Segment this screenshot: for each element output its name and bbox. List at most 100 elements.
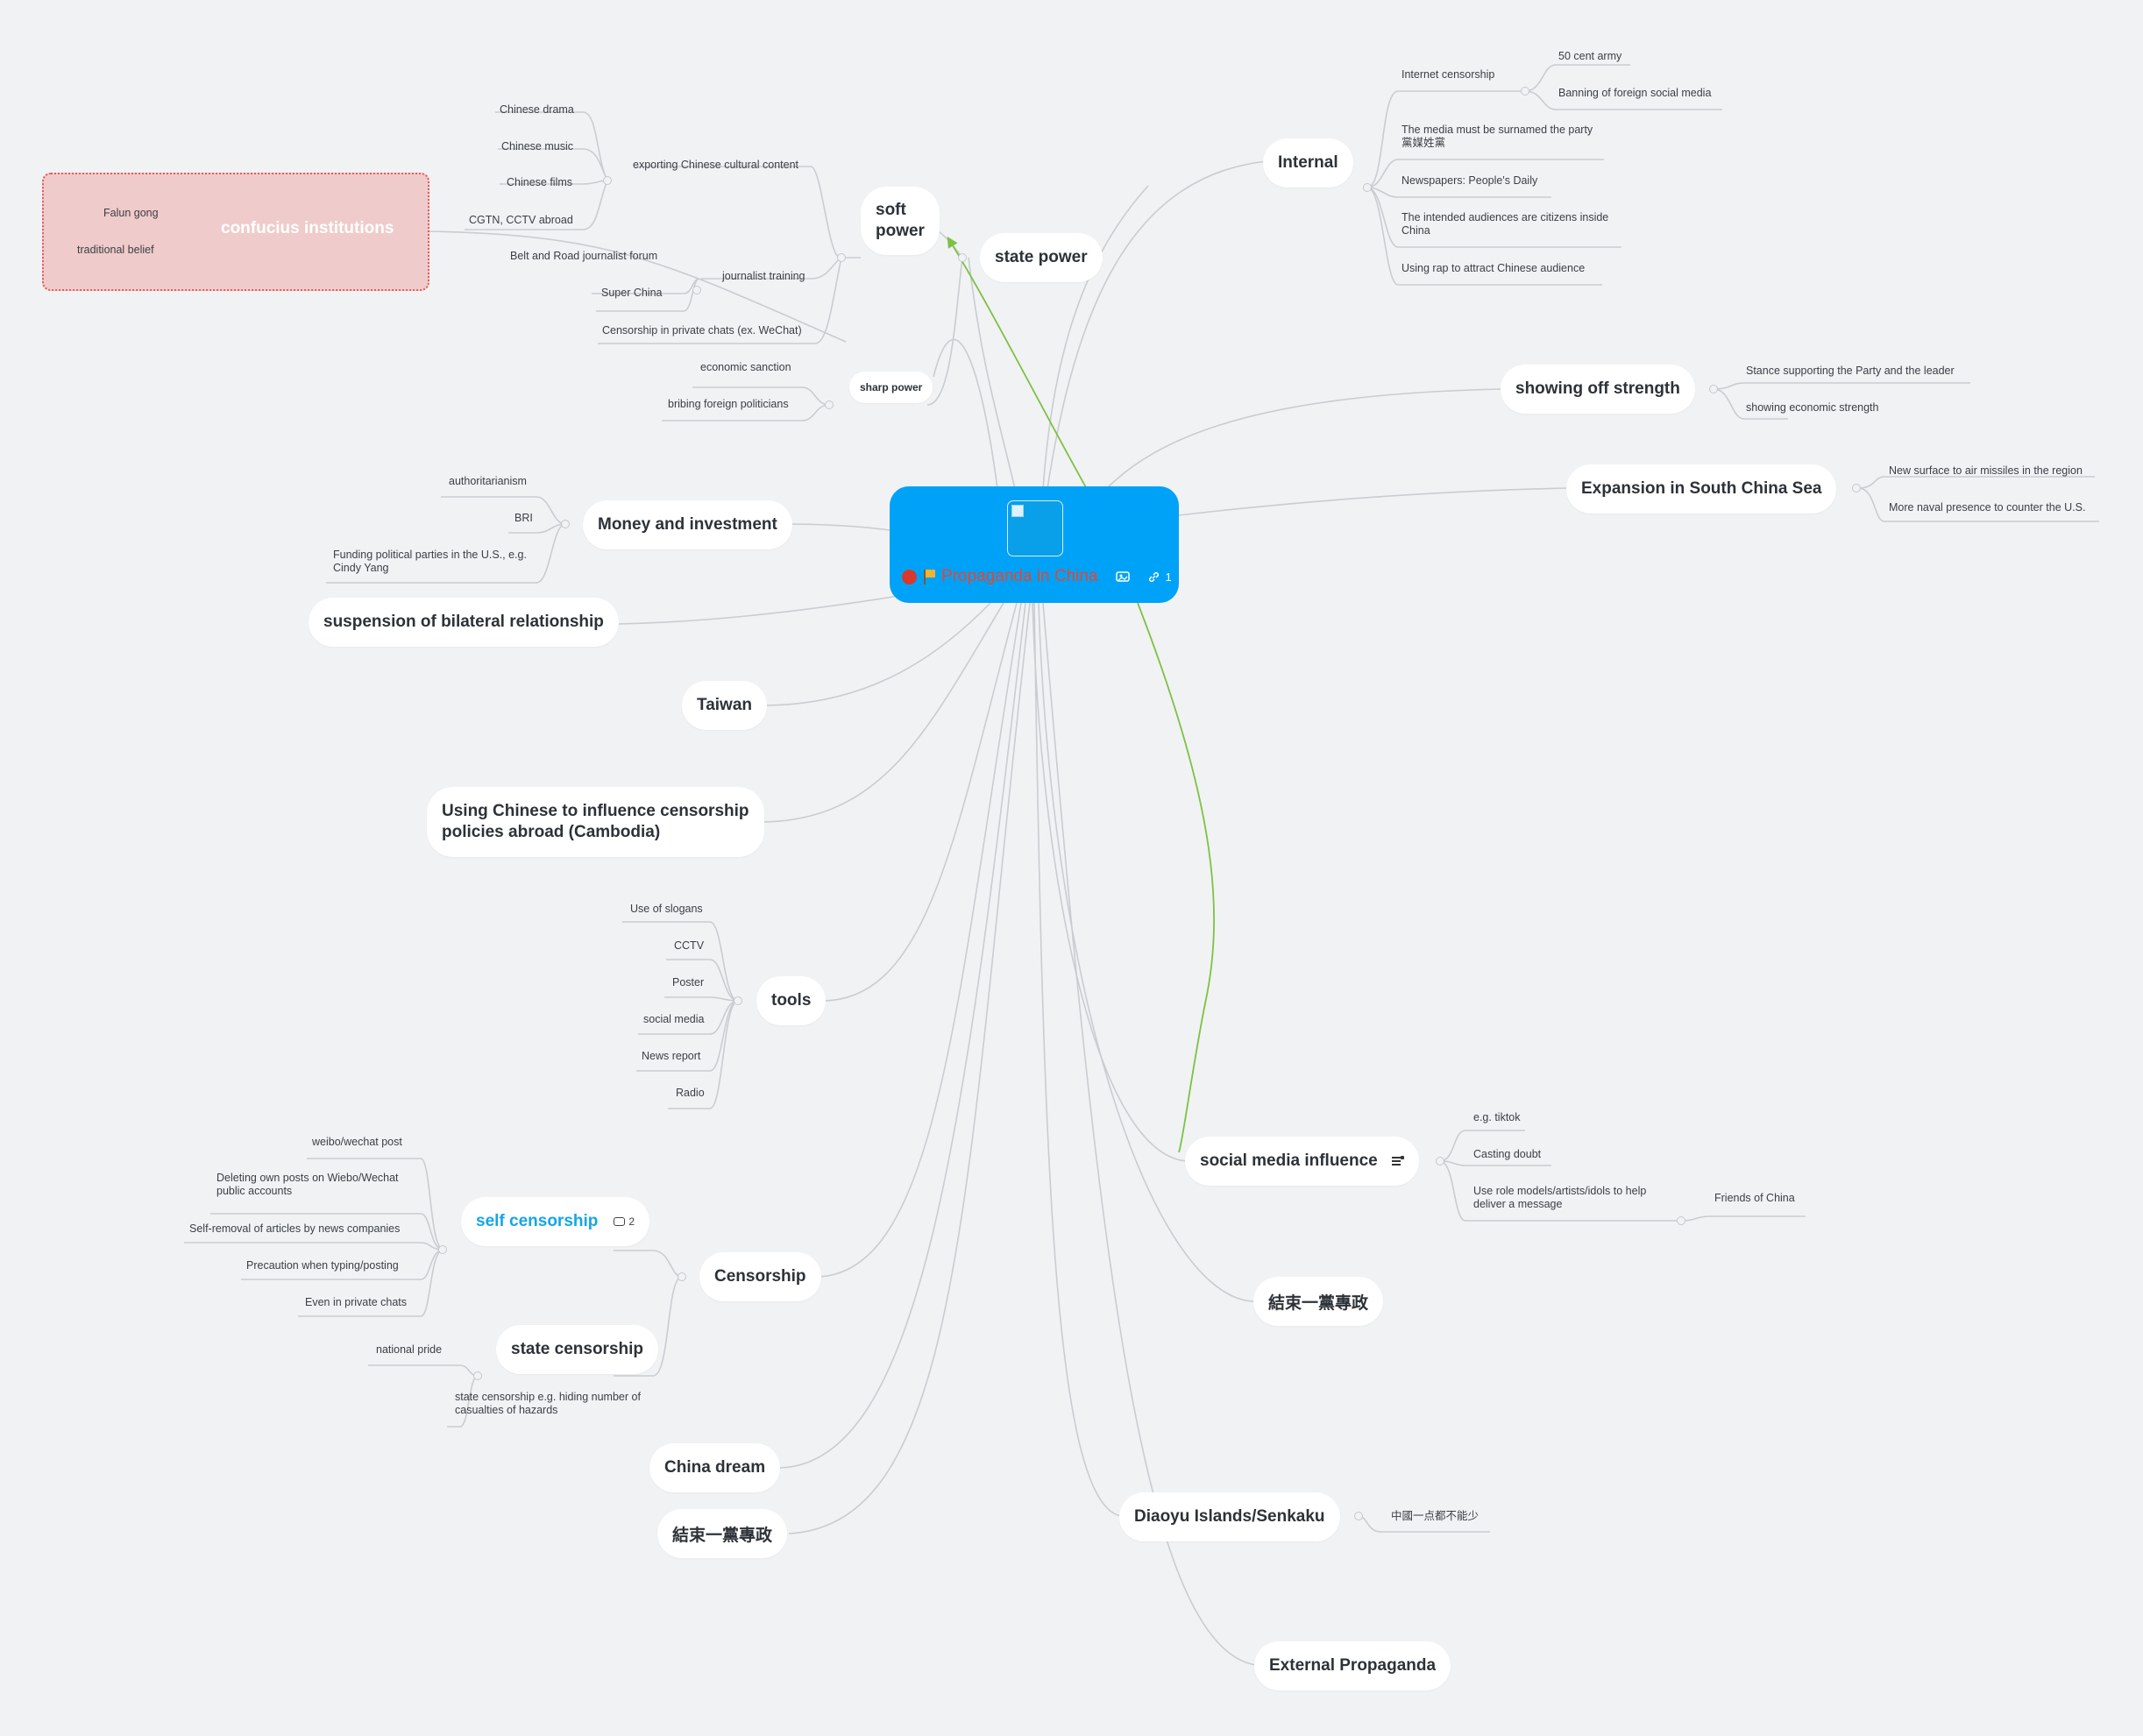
connector-dot (438, 1245, 447, 1254)
topic-self-censorship[interactable]: self censorship 2 (461, 1197, 650, 1246)
leaf-self-removal[interactable]: Self-removal of articles by news compani… (189, 1222, 401, 1235)
leaf-50-cent-army[interactable]: 50 cent army (1558, 50, 1622, 62)
leaf-private-chats-even[interactable]: Even in private chats (305, 1296, 408, 1308)
leaf-role-models[interactable]: Use role models/artists/idols to help de… (1473, 1185, 1647, 1210)
notes-icon[interactable] (1391, 1156, 1404, 1166)
topic-suspension-bilateral[interactable]: suspension of bilateral relationship (309, 598, 619, 647)
falun-gong-label[interactable]: Falun gong (103, 207, 159, 219)
leaf-cctv[interactable]: CCTV (674, 939, 705, 952)
connector-dot (825, 400, 834, 409)
self-censorship-label: self censorship (476, 1212, 599, 1230)
leaf-naval[interactable]: More naval presence to counter the U.S. (1889, 501, 2086, 514)
topic-showing-off-strength[interactable]: showing off strength (1501, 365, 1695, 414)
topic-expansion-south-china-sea[interactable]: Expansion in South China Sea (1566, 464, 1837, 514)
topic-taiwan[interactable]: Taiwan (682, 681, 767, 730)
leaf-surnamed[interactable]: The media must be surnamed the party 黨媒姓… (1401, 124, 1593, 149)
leaf-not-less[interactable]: 中國一点都不能少 (1391, 1510, 1480, 1522)
topic-social-media-influence[interactable]: social media influence (1185, 1137, 1419, 1186)
topic-using-chinese[interactable]: Using Chinese to influence censorship po… (427, 787, 764, 857)
leaf-deleting[interactable]: Deleting own posts on Wiebo/Wechat publi… (216, 1172, 399, 1197)
topic-china-dream[interactable]: China dream (649, 1443, 781, 1492)
leaf-bribing[interactable]: bribing foreign politicians (668, 398, 789, 410)
leaf-audiences[interactable]: The intended audiences are citizens insi… (1401, 211, 1609, 237)
leaf-weibo[interactable]: weibo/wechat post (312, 1136, 402, 1148)
topic-soft-power[interactable]: soft power (861, 187, 940, 255)
leaf-exporting[interactable]: exporting Chinese cultural content (633, 159, 799, 171)
link-count: 1 (1165, 570, 1172, 584)
leaf-news-report[interactable]: News report (642, 1050, 701, 1062)
flag-icon (922, 569, 936, 585)
topic-tools[interactable]: tools (756, 976, 827, 1025)
leaf-radio[interactable]: Radio (676, 1087, 705, 1099)
leaf-national-pride[interactable]: national pride (376, 1343, 443, 1356)
connector-dot (958, 253, 967, 262)
connector-dot (1354, 1512, 1363, 1520)
central-topic[interactable]: Propaganda in China 1 (890, 486, 1179, 603)
topic-end-one-party-left[interactable]: 結束一黨專政 (657, 1509, 788, 1558)
leaf-banning[interactable]: Banning of foreign social media (1558, 87, 1712, 99)
connector-dot (734, 996, 742, 1005)
topic-internal[interactable]: Internal (1263, 138, 1353, 188)
leaf-chinese-films[interactable]: Chinese films (507, 176, 573, 188)
leaf-super-china[interactable]: Super China (601, 287, 663, 299)
link-icon[interactable] (1147, 570, 1160, 584)
connector-dot (1436, 1157, 1444, 1166)
leaf-internet-censorship[interactable]: Internet censorship (1401, 68, 1495, 81)
leaf-stance[interactable]: Stance supporting the Party and the lead… (1746, 365, 1955, 377)
confucius-boundary[interactable] (42, 173, 429, 291)
leaf-poster[interactable]: Poster (672, 976, 705, 988)
confucius-institutions-topic[interactable]: confucius institutions (221, 219, 394, 237)
connector-dot (692, 286, 701, 294)
leaf-tiktok[interactable]: e.g. tiktok (1473, 1111, 1521, 1123)
leaf-cgtn[interactable]: CGTN, CCTV abroad (469, 214, 573, 226)
leaf-peoples-daily[interactable]: Newspapers: People's Daily (1401, 174, 1538, 187)
topic-end-one-party-right[interactable]: 結束一黨專政 (1253, 1277, 1384, 1326)
connector-dot (1677, 1216, 1685, 1225)
leaf-bri[interactable]: BRI (514, 512, 533, 524)
leaf-economic-strength[interactable]: showing economic strength (1746, 401, 1879, 414)
connector-dot (473, 1371, 482, 1380)
leaf-funding[interactable]: Funding political parties in the U.S., e… (333, 549, 527, 574)
topic-external-propaganda[interactable]: External Propaganda (1254, 1641, 1451, 1690)
broken-image-icon (1011, 505, 1024, 517)
leaf-chinese-music[interactable]: Chinese music (501, 140, 573, 152)
connector-dot (837, 253, 846, 262)
topic-money-investment[interactable]: Money and investment (583, 500, 792, 549)
red-dot-icon (902, 569, 917, 585)
connector-dot (603, 176, 612, 185)
connector-dot (1852, 484, 1861, 492)
comment-icon (614, 1217, 626, 1226)
connector-dot (678, 1272, 686, 1281)
leaf-missiles[interactable]: New surface to air missiles in the regio… (1889, 464, 2083, 477)
connector-dot (1521, 87, 1529, 96)
topic-diaoyu-islands[interactable]: Diaoyu Islands/Senkaku (1119, 1492, 1340, 1541)
leaf-rap[interactable]: Using rap to attract Chinese audience (1401, 262, 1586, 274)
topic-sharp-power[interactable]: sharp power (849, 372, 933, 403)
leaf-casting-doubt[interactable]: Casting doubt (1473, 1148, 1542, 1160)
leaf-authoritarianism[interactable]: authoritarianism (449, 475, 527, 487)
connector-dot (1709, 385, 1718, 393)
traditional-belief-label[interactable]: traditional belief (77, 244, 154, 256)
connector-dot (1363, 183, 1372, 192)
leaf-journalist-training[interactable]: journalist training (722, 270, 805, 282)
social-media-influence-label: social media influence (1200, 1151, 1378, 1170)
leaf-friends-of-china[interactable]: Friends of China (1714, 1192, 1795, 1204)
leaf-chinese-drama[interactable]: Chinese drama (500, 103, 574, 116)
image-icon[interactable] (1115, 570, 1130, 583)
topic-censorship[interactable]: Censorship (699, 1252, 821, 1301)
connector-dot (561, 520, 570, 528)
topic-state-power[interactable]: state power (980, 233, 1103, 282)
leaf-social-media-tool[interactable]: social media (643, 1013, 705, 1025)
topic-image (1007, 500, 1063, 556)
leaf-economic-sanction[interactable]: economic sanction (700, 361, 791, 373)
leaf-slogans[interactable]: Use of slogans (630, 903, 703, 915)
topic-state-censorship[interactable]: state censorship (496, 1325, 658, 1374)
central-topic-title: Propaganda in China (941, 567, 1098, 585)
leaf-hiding[interactable]: state censorship e.g. hiding number of c… (455, 1391, 641, 1416)
comment-badge[interactable]: 2 (614, 1215, 635, 1228)
leaf-private-chats[interactable]: Censorship in private chats (ex. WeChat) (602, 324, 802, 337)
leaf-belt-road[interactable]: Belt and Road journalist forum (510, 250, 658, 262)
leaf-precaution[interactable]: Precaution when typing/posting (246, 1259, 399, 1272)
